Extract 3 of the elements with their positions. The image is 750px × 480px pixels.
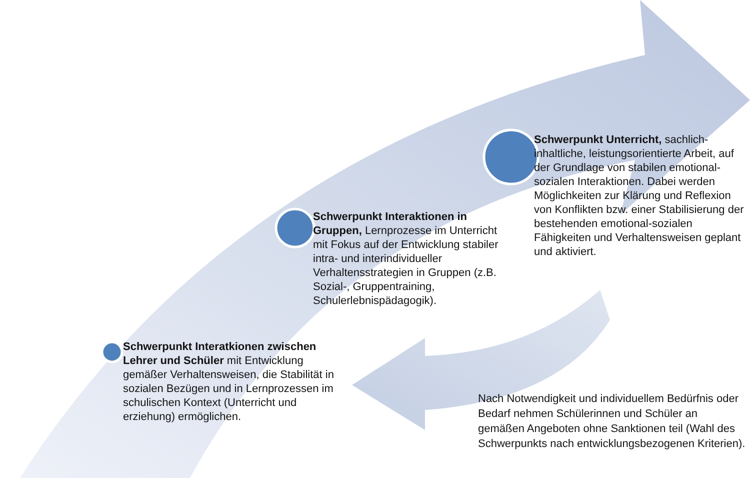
note-text: Nach Notwendigkeit und individuellem Bedürfnis oder Bedarf nehmen Schülerinnen und Schüler an gemäßen Angeboten ohne Sanktionen teil (Wahl des Schwerpunkts nach entwicklungsbezogenen Kriterien).: [478, 392, 746, 452]
topic-text: Schwerpunkt Interaktionen in Gruppen, Lernprozesse im Unterricht mit Fokus auf der Entwicklung stabiler intra- und interindividueller Verhaltensstrategien in Gruppen (z.B. Sozial-, Gruppentraining, Schulerlebnispädagogik).: [313, 210, 500, 308]
topic-text: Schwerpunkt Interatkionen zwischen Lehrer und Schüler mit Entwicklung gemäßer Verhaltensweisen, die Stabilität in sozialen Bezügen und in Lernprozessen im schulischen Kontext (Unterricht und erziehung) ermöglichen.: [123, 340, 335, 424]
